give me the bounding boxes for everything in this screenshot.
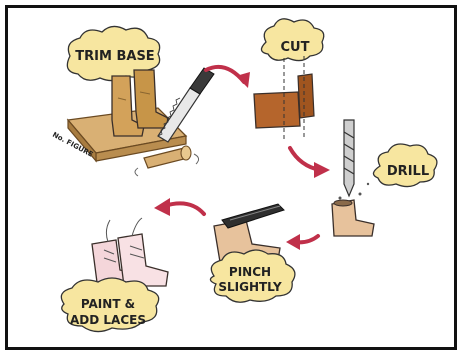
- paint-label-line2: ADD LACES: [70, 313, 146, 327]
- boot-cut-figure: [254, 56, 314, 140]
- drill-label: DRILL: [387, 164, 429, 179]
- drilled-boot-figure: [332, 200, 374, 236]
- instructions-illustration: TRIM BASE No. FIGURE CUT: [8, 8, 454, 347]
- saw-icon: [158, 68, 214, 142]
- arrow-cut-to-drill: [290, 148, 330, 178]
- arrow-pinch-to-paint: [154, 198, 204, 216]
- diagram-frame: TRIM BASE No. FIGURE CUT: [5, 5, 457, 350]
- arrow-drill-to-pinch: [286, 234, 318, 250]
- cut-label: CUT: [281, 40, 310, 55]
- trim-base-label: TRIM BASE: [75, 49, 154, 64]
- arrow-trim-to-cut: [206, 67, 250, 88]
- drill-bit-icon: [339, 120, 370, 200]
- paint-label-line1: PAINT &: [81, 297, 135, 311]
- pinch-label-line2: SLIGHTLY: [218, 280, 282, 294]
- pinch-label-line1: PINCH: [229, 265, 271, 279]
